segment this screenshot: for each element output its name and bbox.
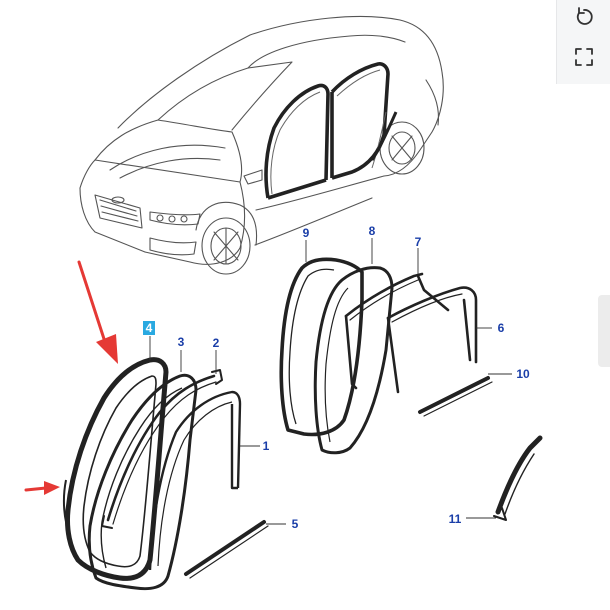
leader-lines bbox=[149, 238, 512, 525]
seal-part-8 bbox=[313, 266, 394, 455]
side-scroll-tab[interactable] bbox=[598, 295, 610, 367]
callout-9[interactable]: 9 bbox=[303, 226, 310, 240]
seal-part-5 bbox=[184, 520, 269, 579]
rotate-icon bbox=[576, 7, 593, 25]
callout-7[interactable]: 7 bbox=[415, 235, 422, 249]
callout-4[interactable]: 4 bbox=[146, 321, 153, 335]
callout-3[interactable]: 3 bbox=[178, 335, 185, 349]
seal-part-3 bbox=[87, 373, 198, 591]
callout-11[interactable]: 11 bbox=[449, 512, 462, 526]
callout-6[interactable]: 6 bbox=[498, 321, 505, 335]
callout-1[interactable]: 1 bbox=[263, 439, 270, 453]
car-rear-edge-seal bbox=[370, 111, 398, 161]
fullscreen-icon bbox=[575, 48, 593, 66]
callout-2[interactable]: 2 bbox=[213, 336, 220, 350]
seal-part-7 bbox=[344, 272, 450, 390]
seal-part-6 bbox=[386, 286, 478, 394]
seal-part-4 bbox=[62, 357, 169, 581]
callout-highlight bbox=[143, 321, 155, 335]
seal-part-11 bbox=[493, 435, 543, 521]
fullscreen-button[interactable] bbox=[567, 40, 601, 74]
car-door-seals bbox=[264, 62, 390, 200]
seal-part-10 bbox=[418, 376, 493, 417]
callout-10[interactable]: 10 bbox=[516, 367, 530, 381]
rotate-button[interactable] bbox=[567, 0, 601, 34]
seal-part-1 bbox=[148, 390, 242, 571]
viewer-toolbar bbox=[556, 0, 610, 84]
red-arrow-left bbox=[24, 481, 60, 495]
seal-part-9 bbox=[279, 257, 364, 437]
red-arrow-top bbox=[77, 260, 118, 364]
callout-8[interactable]: 8 bbox=[369, 224, 376, 238]
callout-5[interactable]: 5 bbox=[292, 517, 299, 531]
car-illustration bbox=[79, 15, 444, 275]
